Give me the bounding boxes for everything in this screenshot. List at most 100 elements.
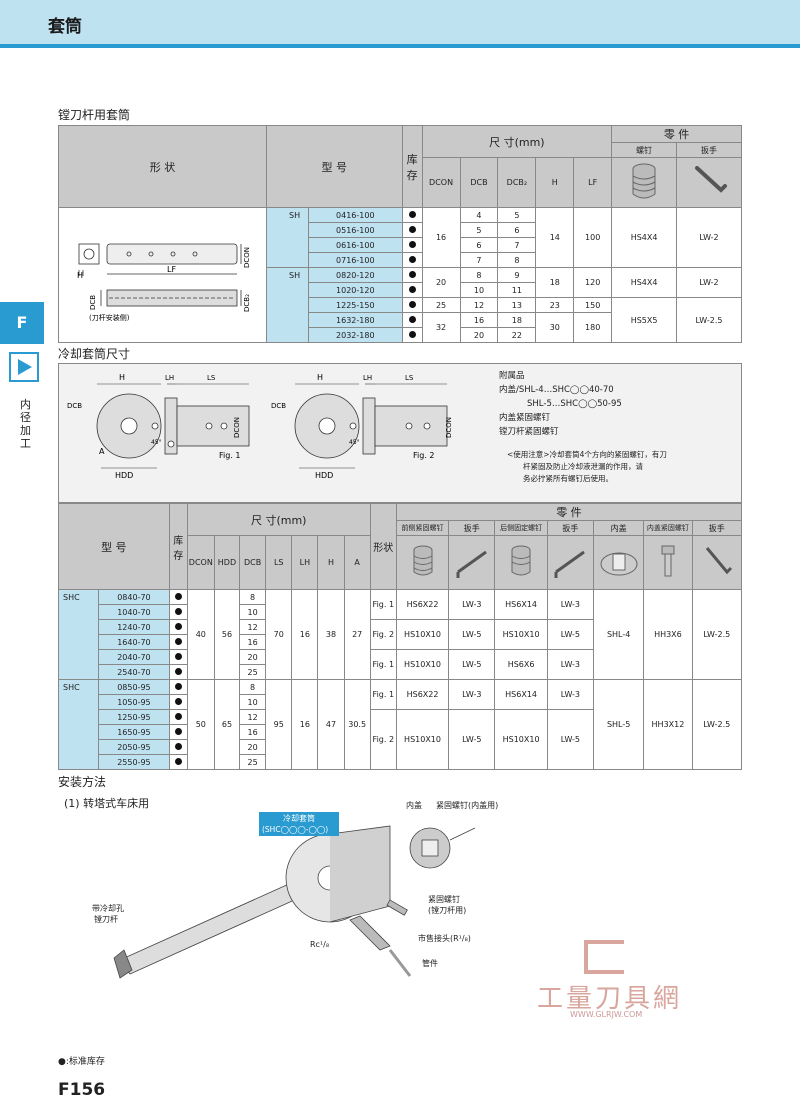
install-subtitle: (1) 转塔式车床用 (64, 797, 150, 810)
stock-dot (168, 754, 188, 770)
dcb-cell: 5 (459, 222, 499, 238)
section-tab-letter[interactable]: F (0, 302, 44, 344)
dcb-cell: 8 (239, 589, 267, 605)
fig2-hdd: HDD (315, 471, 333, 480)
dcb-cell: 12 (239, 709, 267, 725)
lf-cell: 100 (573, 207, 613, 268)
stock-dot (401, 222, 423, 238)
fig-cell: Fig. 2 (369, 709, 397, 770)
sleeve-callout-code: (SHC◯◯◯-◯◯) (262, 825, 329, 834)
hex-wrench-icon (448, 535, 496, 590)
th-screw: 螺钉 (611, 142, 678, 158)
lid-cell: SHL-4 (592, 589, 645, 680)
page-number: F156 (58, 1080, 106, 1100)
wrench-cell: LW-5 (546, 709, 595, 770)
stock-dot (401, 297, 423, 313)
h-cell: 38 (317, 589, 345, 680)
th-dcon: DCON (421, 157, 461, 208)
th-a: A (343, 535, 371, 590)
wrench-cell: LW-3 (546, 679, 595, 710)
a-cell: 30.5 (343, 679, 371, 770)
screw-icon (494, 535, 548, 590)
dcb-cell: 16 (239, 724, 267, 740)
rear-screw-cell: HS10X10 (494, 709, 548, 770)
th-hdd: HDD (213, 535, 241, 590)
model-cell: 1650-95 (98, 724, 170, 740)
model-cell: 1050-95 (98, 694, 170, 710)
fig-cell: Fig. 1 (369, 679, 397, 710)
model-cell: 2050-95 (98, 739, 170, 755)
section-tab-label: 内径加工 (20, 398, 31, 450)
model-cell: 2550-95 (98, 754, 170, 770)
th-parts: 零 件 (611, 125, 742, 143)
model-cell: 1225-150 (307, 297, 403, 313)
hex-wrench-icon (676, 157, 742, 208)
a-cell: 27 (343, 589, 371, 680)
fig2-deg: 45° (349, 439, 360, 446)
fig1-hdd: HDD (115, 471, 133, 480)
dcb-cell: 10 (459, 282, 499, 298)
hdd-cell: 65 (213, 679, 241, 770)
usage-note-1: <使用注意>冷却套筒4个方向的紧固螺钉，有刀 (507, 450, 667, 459)
stock-dot (168, 724, 188, 740)
fig2-dcb: DCB (271, 402, 286, 410)
model-cell: 2040-70 (98, 649, 170, 665)
sleeve-callout-label: 冷却套筒 (283, 814, 315, 823)
wrench-cell: LW-3 (448, 589, 496, 620)
dcb-cell: 16 (459, 312, 499, 328)
stock-dot (168, 694, 188, 710)
dcb-cell: 4 (459, 207, 499, 223)
fig1-label: Fig. 1 (219, 451, 241, 460)
lid-screw-cell: HH3X6 (643, 589, 693, 680)
lh-cell: 16 (291, 589, 319, 680)
page-title: 套筒 (48, 17, 82, 37)
stock-dot (401, 282, 423, 298)
model-cell: 0616-100 (307, 237, 403, 253)
model-cell: 2540-70 (98, 664, 170, 680)
rc-label: Rc¹/₈ (310, 940, 330, 949)
dcon-cell: 50 (186, 679, 215, 770)
watermark-url: WWW.GLRJW.COM (570, 1010, 643, 1019)
model-cell: 1250-95 (98, 709, 170, 725)
wrench-cell: LW-3 (546, 649, 595, 680)
th-wrench: 扳手 (676, 142, 742, 158)
th-lid: 内盖 (592, 520, 645, 536)
hex-wrench-icon (546, 535, 595, 590)
page-header: 套筒 (0, 0, 800, 48)
stock-dot (401, 327, 423, 343)
inner-lid-icon (592, 535, 645, 590)
front-screw-cell: HS10X10 (395, 619, 450, 650)
fig2-lh: LH (363, 374, 372, 382)
wrench-cell: LW-2.5 (676, 297, 742, 343)
boring-bar-label-2: 镗刀杆 (94, 915, 118, 924)
usage-note-3: 务必拧紧所有螺钉后使用。 (523, 474, 613, 483)
model-cell: 0840-70 (98, 589, 170, 605)
hdd-cell: 56 (213, 589, 241, 680)
wrench-cell: LW-3 (448, 679, 496, 710)
lf-cell: 120 (573, 267, 613, 298)
th-parts: 零 件 (395, 503, 743, 521)
dcon-cell: 40 (186, 589, 215, 680)
dcb2-cell: 5 (497, 207, 537, 223)
turning-icon (9, 352, 39, 382)
th-ls: LS (265, 535, 293, 590)
th-shape: 形 状 (58, 125, 267, 208)
dcb2-cell: 7 (497, 237, 537, 253)
sleeve-table: 形 状 型 号 库存 尺 寸(mm) 零 件 螺钉 扳手 DCON DCB DC… (58, 125, 742, 343)
dcb2-cell: 13 (497, 297, 537, 313)
model-cell: 1240-70 (98, 619, 170, 635)
dcb2-cell: 11 (497, 282, 537, 298)
fig-cell: Fig. 1 (369, 649, 397, 680)
dcon-cell: 20 (421, 267, 461, 298)
hex-wrench-icon (691, 535, 743, 590)
th-rear-screw: 后侧固定螺钉 (494, 520, 548, 536)
fig-lf-label: LF (167, 265, 176, 274)
th-stock: 库存 (168, 503, 188, 590)
screw-cell: HS4X4 (611, 267, 678, 298)
front-screw-cell: HS10X10 (395, 649, 450, 680)
rear-screw-cell: HS10X10 (494, 619, 548, 650)
install-section-title: 安装方法 (58, 775, 107, 789)
pipe-label: 管件 (422, 959, 438, 968)
fig1-deg: 45° (151, 439, 162, 446)
front-screw-cell: HS10X10 (395, 709, 450, 770)
